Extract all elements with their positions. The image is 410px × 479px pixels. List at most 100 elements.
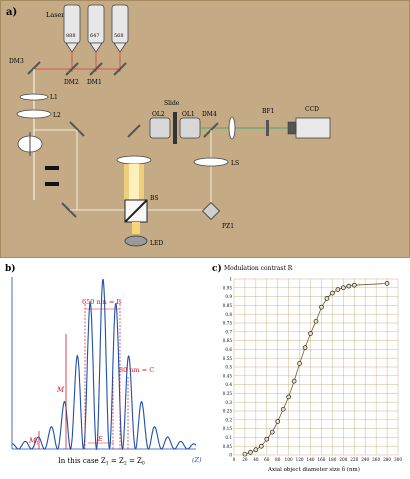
y-tick-label: 0.75 (223, 321, 233, 326)
y-tick-label: 0.1 (225, 435, 232, 440)
label-dm4: DM4 (202, 111, 217, 118)
laser-647-label: 647 (90, 33, 100, 39)
x-tick-label: 100 (285, 457, 293, 462)
mirror-568 (113, 62, 127, 76)
mirror-dm2 (65, 62, 79, 76)
y-tick-label: 0.8 (225, 312, 232, 317)
x-tick-label: 180 (328, 457, 336, 462)
label-slide: Slide (164, 100, 180, 107)
mirror-lower-left (61, 202, 77, 218)
y-tick-label: 1 (229, 277, 232, 282)
objective-ol2 (149, 117, 171, 139)
data-point (341, 285, 346, 291)
data-point (351, 282, 357, 288)
y-tick-label: 0.95 (223, 285, 233, 290)
setup-background (0, 0, 410, 259)
data-point (324, 296, 330, 301)
panel-b-caption: In this case Z1 = Z2 = Z0 (58, 457, 145, 467)
mirror-dm1 (89, 62, 103, 76)
y-tick-label: 0.05 (223, 444, 233, 449)
x-tick-label: 80 (275, 457, 281, 462)
x-tick-label: 140 (307, 457, 315, 462)
label-m1: M1 (28, 437, 39, 447)
y-tick-label: 0.2 (225, 417, 232, 422)
x-tick-label: 200 (339, 457, 347, 462)
fit-curve (244, 283, 388, 455)
lens-l2 (16, 109, 52, 119)
data-point (308, 331, 313, 336)
label-dm1: DM1 (87, 79, 102, 86)
y-tick-label: 0 (229, 453, 232, 458)
data-point (291, 378, 297, 384)
laser-568-label: 568 (114, 33, 124, 39)
b-z-axis-label: (Z) (192, 456, 202, 464)
intensity-curve (12, 278, 197, 451)
data-points (242, 281, 390, 457)
x-tick-label: 220 (350, 457, 358, 462)
panel-a-optical-setup: a) Lasers 888 647 568 DM3 DM2 DM1 L1 L2 (0, 0, 410, 259)
data-point (313, 318, 319, 324)
label-ol1: OL1 (182, 111, 195, 118)
data-point (297, 361, 302, 366)
y-tick-label: 0.7 (225, 329, 232, 334)
marker-b-region (84, 304, 121, 449)
label-bf1: BF1 (262, 108, 274, 115)
y-tick-label: 0.35 (223, 391, 233, 396)
label-ccd: CCD (305, 106, 319, 113)
x-tick-label: 0 (233, 457, 236, 462)
chart-grid (233, 278, 399, 456)
lasers-title: Lasers (46, 11, 68, 19)
data-point (330, 290, 335, 296)
x-tick-label: 20 (242, 457, 248, 462)
label-650nm-b: 650 nm = B (82, 298, 121, 306)
y-tick-label: 0.55 (223, 356, 233, 361)
y-tick-label: 0.9 (225, 294, 232, 299)
aperture-block-1 (45, 166, 59, 170)
mirror-upper-right (69, 121, 85, 137)
label-ol2: OL2 (152, 111, 165, 118)
panel-c-label: c) (212, 263, 222, 274)
y-tick-label: 0.85 (223, 303, 233, 308)
data-point (335, 287, 341, 292)
piezo-mirror-pz1 (201, 201, 221, 221)
x-tick-label: 40 (253, 457, 259, 462)
objective-ol1 (179, 117, 201, 139)
aperture-block-2 (45, 182, 59, 186)
lens-l1 (19, 93, 49, 101)
label-dm3: DM3 (9, 58, 24, 65)
mirror-objective-left (127, 124, 141, 138)
label-80nm-c: 80 nm = C (119, 366, 154, 374)
lens-ls (193, 157, 229, 167)
x-tick-label: 300 (394, 457, 402, 462)
data-point (242, 451, 248, 457)
data-point (319, 304, 324, 310)
mirror-dm3 (27, 61, 41, 75)
data-point (253, 447, 259, 453)
x-tick-label: 240 (361, 457, 369, 462)
label-bs: BS (150, 195, 159, 202)
slide (173, 112, 177, 144)
ccd-camera (295, 117, 331, 139)
y-tick-label: 0.25 (223, 409, 233, 414)
data-point (280, 406, 286, 412)
y-tick-label: 0.6 (225, 347, 232, 352)
x-tick-label: 260 (372, 457, 380, 462)
tube-lens (228, 116, 236, 140)
label-e: E (97, 435, 103, 443)
data-point (275, 419, 281, 424)
x-tick-label: 160 (317, 457, 325, 462)
y-tick-labels: 00.050.10.150.20.250.30.350.40.450.50.55… (223, 277, 233, 458)
data-point (346, 283, 352, 289)
led (124, 235, 148, 247)
laser-888: 888 (63, 4, 81, 53)
label-l1: L1 (50, 94, 58, 101)
data-point (264, 436, 270, 442)
label-led: LED (150, 240, 163, 247)
y-tick-label: 0.5 (225, 365, 232, 370)
y-tick-label: 0.3 (225, 400, 232, 405)
marker-c-region (112, 377, 129, 449)
label-pz1: PZ1 (222, 223, 234, 230)
label-ls: LS (231, 160, 239, 167)
y-tick-label: 0.4 (225, 382, 232, 387)
